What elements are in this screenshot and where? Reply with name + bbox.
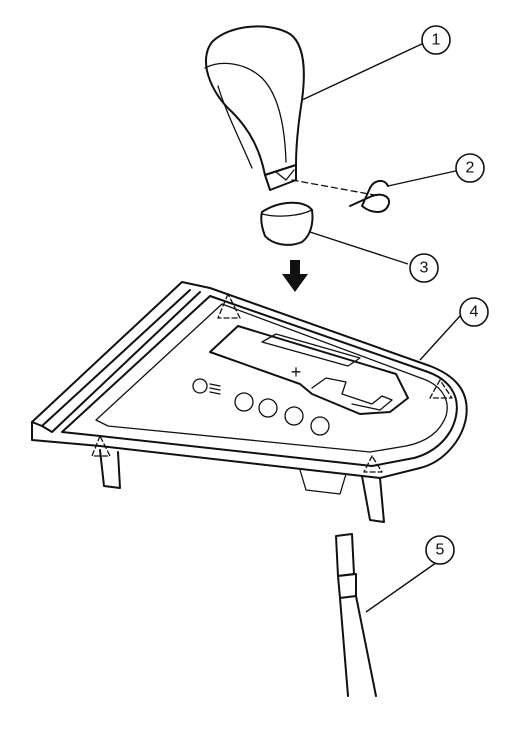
callout-4-label: 4	[470, 304, 479, 321]
callout-5-label: 5	[436, 542, 445, 559]
callout-1-label: 1	[432, 32, 441, 49]
callout-1: 1	[421, 25, 451, 55]
install-direction-arrow	[282, 260, 308, 292]
callout-2-label: 2	[466, 160, 475, 177]
callout-4: 4	[459, 297, 489, 327]
console-finisher	[31, 281, 468, 523]
panel-plus-symbol: +	[291, 362, 302, 382]
callout-5: 5	[425, 535, 455, 565]
knob-cover	[260, 201, 314, 246]
leader-lines	[301, 41, 461, 613]
callout-3-label: 3	[420, 260, 429, 277]
lock-pin-clip	[291, 179, 390, 213]
shift-knob	[204, 25, 305, 191]
selector-lever	[335, 533, 377, 697]
callout-2: 2	[455, 153, 485, 183]
callout-3: 3	[409, 253, 439, 283]
